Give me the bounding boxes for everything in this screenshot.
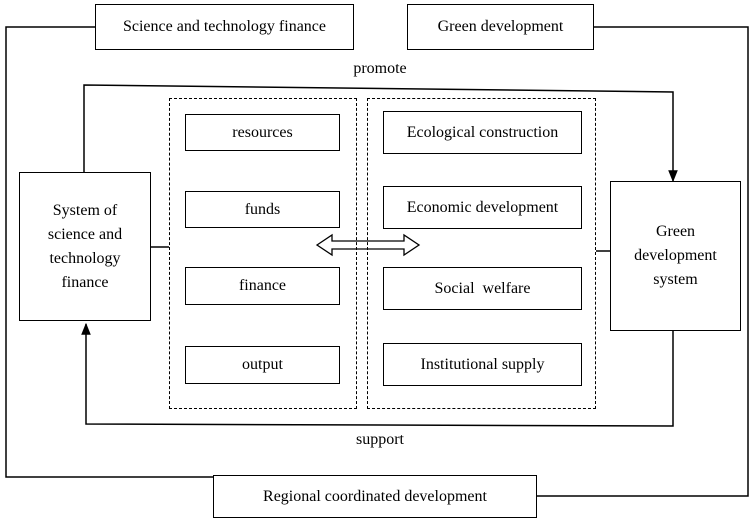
left-factor-item: finance <box>185 267 340 305</box>
right-factor-item: Institutional supply <box>383 343 582 386</box>
right-system-box: Green development system <box>610 181 741 331</box>
support-label: support <box>356 431 404 448</box>
right-factors-group <box>367 98 596 409</box>
science-technology-finance-box: Science and technology finance <box>95 4 354 50</box>
left-factor-item: funds <box>185 191 340 228</box>
support-arrow <box>81 322 674 427</box>
regional-coordinated-development-box: Regional coordinated development <box>213 475 537 518</box>
outer-loop-left <box>5 26 213 478</box>
left-factor-item: output <box>185 346 340 384</box>
promote-label: promote <box>353 60 407 77</box>
left-factors-group <box>169 98 357 409</box>
right-factor-item: Social welfare <box>383 267 582 310</box>
promote-arrow <box>83 84 678 183</box>
left-system-box: System of science and technology finance <box>19 172 151 321</box>
right-factor-item: Economic development <box>383 186 582 229</box>
outer-loop-right <box>537 26 749 497</box>
left-factor-item: resources <box>185 114 340 151</box>
right-factor-item: Ecological construction <box>383 111 582 154</box>
green-development-box: Green development <box>407 4 594 50</box>
double-arrow <box>315 233 421 257</box>
